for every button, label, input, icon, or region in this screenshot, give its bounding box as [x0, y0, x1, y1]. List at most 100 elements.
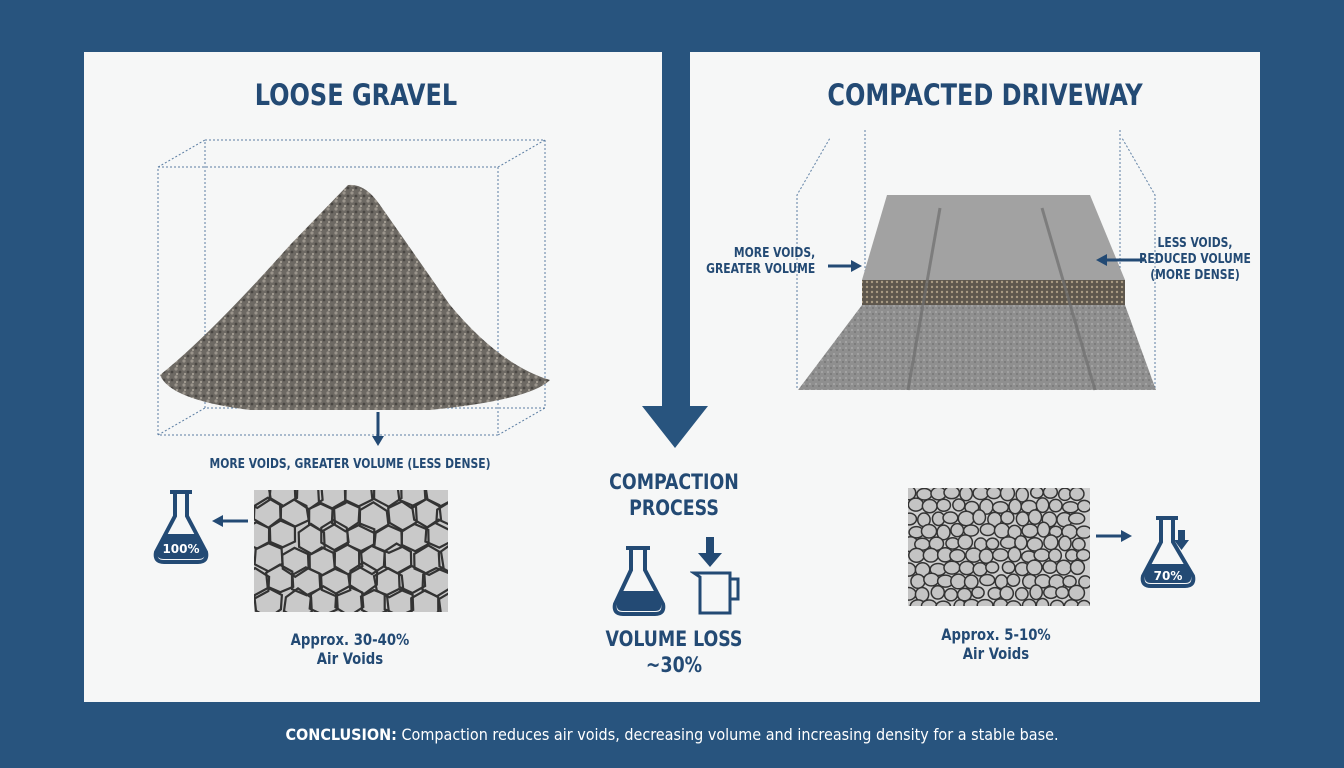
- aggregate-particle: [956, 587, 973, 602]
- aggregate-particle: [1015, 511, 1030, 527]
- aggregate-particle: [1075, 548, 1090, 562]
- aggregate-particle: [942, 511, 959, 525]
- aggregate-particle: [952, 498, 966, 512]
- loose-voids-texture: [254, 490, 448, 612]
- flask-graduated-icon: [612, 546, 666, 616]
- aggregate-particle: [922, 547, 940, 563]
- process-arrow-shaft: [662, 52, 690, 407]
- void-cell: [265, 563, 295, 594]
- aggregate-particle: [943, 560, 961, 575]
- aggregate-particle: [1062, 574, 1077, 588]
- aggregate-particle: [1027, 509, 1043, 526]
- aggregate-particle: [1015, 488, 1030, 503]
- aggregate-particle: [1021, 598, 1037, 606]
- process-arrow-head: [642, 406, 708, 448]
- aggregate-particle: [1055, 585, 1070, 600]
- label-line: MORE VOIDS,: [733, 246, 816, 261]
- void-cell: [437, 592, 448, 612]
- aggregate-particle: [1029, 488, 1044, 499]
- loose-gravel-title: LOOSE GRAVEL: [254, 78, 458, 112]
- right-arrow-icon: [1096, 530, 1132, 542]
- gravel-pile-illustration: [157, 139, 550, 436]
- aggregate-particle: [1076, 599, 1090, 606]
- aggregate-particle: [1042, 488, 1059, 499]
- aggregate-particle: [908, 562, 917, 577]
- aggregate-particle: [999, 488, 1016, 502]
- aggregate-particle: [976, 598, 994, 606]
- aggregate-particle: [943, 587, 959, 602]
- aggregate-particle: [962, 524, 980, 537]
- void-cell: [320, 518, 350, 552]
- void-cell: [254, 566, 271, 600]
- down-arrow-icon: [372, 412, 384, 446]
- aggregate-particle: [957, 534, 974, 550]
- aggregate-particle: [979, 573, 996, 587]
- aggregate-particle: [1006, 573, 1021, 587]
- flask-icon: 100%: [153, 490, 209, 564]
- void-cell: [254, 586, 284, 612]
- aggregate-particle: [1000, 510, 1015, 525]
- aggregate-particle: [1067, 584, 1086, 601]
- compacted-voids-text: Approx. 5-10%Air Voids: [895, 625, 1097, 663]
- aggregate-particle: [959, 488, 974, 502]
- loss-value: ~30%: [645, 653, 703, 677]
- aggregate-particle: [908, 512, 918, 526]
- void-cell: [267, 518, 297, 549]
- conclusion-text: Compaction reduces air voids, decreasing…: [396, 725, 1059, 744]
- aggregate-particle: [908, 488, 917, 501]
- aggregate-particle: [1049, 599, 1065, 606]
- aggregate-particle: [936, 498, 952, 513]
- aggregate-particle: [1001, 560, 1016, 575]
- aggregate-particle: [993, 522, 1011, 539]
- process-line2: PROCESS: [629, 496, 719, 520]
- aggregate-particle: [953, 599, 967, 606]
- aggregate-particle: [957, 510, 975, 527]
- aggregate-particle: [1078, 575, 1090, 589]
- aggregate-particle: [1029, 584, 1044, 601]
- aggregate-particle: [921, 498, 938, 514]
- void-cell: [334, 585, 365, 612]
- left-arrow-icon: [1096, 254, 1144, 266]
- driveway-illustration: [796, 130, 1156, 391]
- aggregate-particle: [1005, 600, 1022, 606]
- flask-value: 100%: [162, 542, 199, 556]
- void-cell: [424, 518, 448, 549]
- right-arrow-icon: [828, 260, 862, 272]
- aggregate-particle: [991, 500, 1010, 514]
- aggregate-particle: [949, 548, 966, 563]
- void-cell: [372, 566, 405, 599]
- volume-loss-label: VOLUME LOSS~30%: [582, 626, 766, 678]
- aggregate-particle: [1043, 534, 1059, 551]
- flask-value: 70%: [1154, 569, 1183, 583]
- loose-gravel-caption: MORE VOIDS, GREATER VOLUME (LESS DENSE): [209, 457, 491, 472]
- label-line: (MORE DENSE): [1150, 268, 1240, 283]
- aggregate-particle: [993, 598, 1009, 606]
- flask-icon: 70%: [1140, 516, 1196, 588]
- compacted-voids-texture: [908, 488, 1090, 606]
- void-cell: [383, 587, 415, 612]
- aggregate-particle: [963, 574, 979, 590]
- aggregate-particle: [1035, 597, 1050, 606]
- aggregate-particle: [1033, 548, 1051, 562]
- void-cell: [397, 564, 427, 595]
- aggregate-particle: [986, 488, 1002, 500]
- aggregate-particle: [1048, 498, 1063, 513]
- aggregate-particle: [1007, 546, 1022, 563]
- aggregate-particle: [908, 547, 926, 563]
- aggregate-particle: [908, 497, 925, 512]
- aggregate-particle: [950, 573, 967, 590]
- voids-percent: Approx. 30-40%: [290, 630, 410, 649]
- aggregate-particle: [930, 585, 946, 600]
- aggregate-particle: [979, 522, 996, 537]
- aggregate-particle: [985, 537, 1000, 551]
- aggregate-particle: [1021, 523, 1039, 539]
- aggregate-particle: [920, 523, 938, 539]
- aggregate-particle: [910, 573, 926, 590]
- aggregate-particle: [945, 536, 961, 550]
- aggregate-particle: [985, 560, 1000, 574]
- label-line: GREATER VOLUME: [706, 262, 816, 277]
- aggregate-particle: [1069, 488, 1085, 502]
- aggregate-particle: [999, 585, 1015, 601]
- loose-voids-text: Approx. 30-40%Air Voids: [249, 630, 451, 668]
- aggregate-particle: [1069, 559, 1086, 576]
